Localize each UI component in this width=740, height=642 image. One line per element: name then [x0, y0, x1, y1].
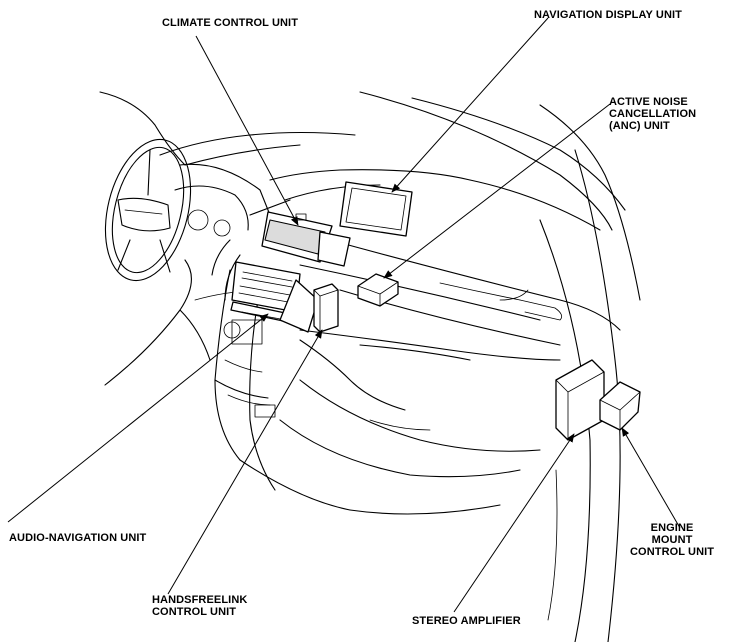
stereo-amplifier-part — [555, 359, 605, 441]
anc-unit-label-line-3: (ANC) UNIT — [609, 120, 670, 132]
handsfreelink-unit-part — [313, 283, 339, 333]
leader-stereo-amplifier — [453, 433, 575, 613]
steering-wheel — [104, 138, 192, 282]
leader-climate — [195, 35, 299, 226]
engine-mount-control-unit-label: ENGINE MOUNT CONTROL UNIT — [630, 522, 714, 558]
leader-audio-navigation — [7, 313, 269, 523]
anc-unit-label: ACTIVE NOISE CANCELLATION (ANC) UNIT — [609, 96, 696, 132]
stereo-amplifier-label: STEREO AMPLIFIER — [412, 615, 521, 627]
navigation-display-unit-part — [339, 181, 413, 237]
leader-engine-mount — [621, 427, 681, 529]
windshield-lines — [359, 91, 641, 642]
engine-mount-label-line-3: CONTROL UNIT — [630, 546, 715, 558]
anc-unit-label-line-2: CANCELLATION — [609, 108, 697, 120]
engine-mount-unit-part — [599, 381, 641, 431]
anc-unit-part — [357, 273, 399, 307]
handsfreelink-control-unit-label: HANDSFREELINK CONTROL UNIT — [152, 594, 247, 618]
audio-navigation-unit-part — [230, 261, 319, 333]
climate-control-unit-label: CLIMATE CONTROL UNIT — [162, 17, 299, 29]
leader-anc — [383, 103, 611, 279]
audio-navigation-unit-label: AUDIO-NAVIGATION UNIT — [9, 532, 147, 544]
center-console — [214, 269, 351, 511]
lower-dashboard — [279, 329, 561, 515]
engine-mount-label-line-1: ENGINE — [650, 522, 694, 534]
anc-unit-label-line-1: ACTIVE NOISE — [609, 96, 688, 108]
climate-control-unit-part — [261, 211, 351, 267]
handsfreelink-label-line-1: HANDSFREELINK — [152, 594, 248, 606]
engine-mount-label-line-2: MOUNT — [651, 534, 693, 546]
navigation-display-unit-label: NAVIGATION DISPLAY UNIT — [534, 9, 682, 21]
leader-navigation-display — [391, 17, 549, 193]
leader-lines — [7, 17, 681, 613]
driver-side-body — [99, 91, 356, 386]
leader-handsfreelink — [167, 329, 323, 595]
handsfreelink-label-line-2: CONTROL UNIT — [152, 606, 237, 618]
